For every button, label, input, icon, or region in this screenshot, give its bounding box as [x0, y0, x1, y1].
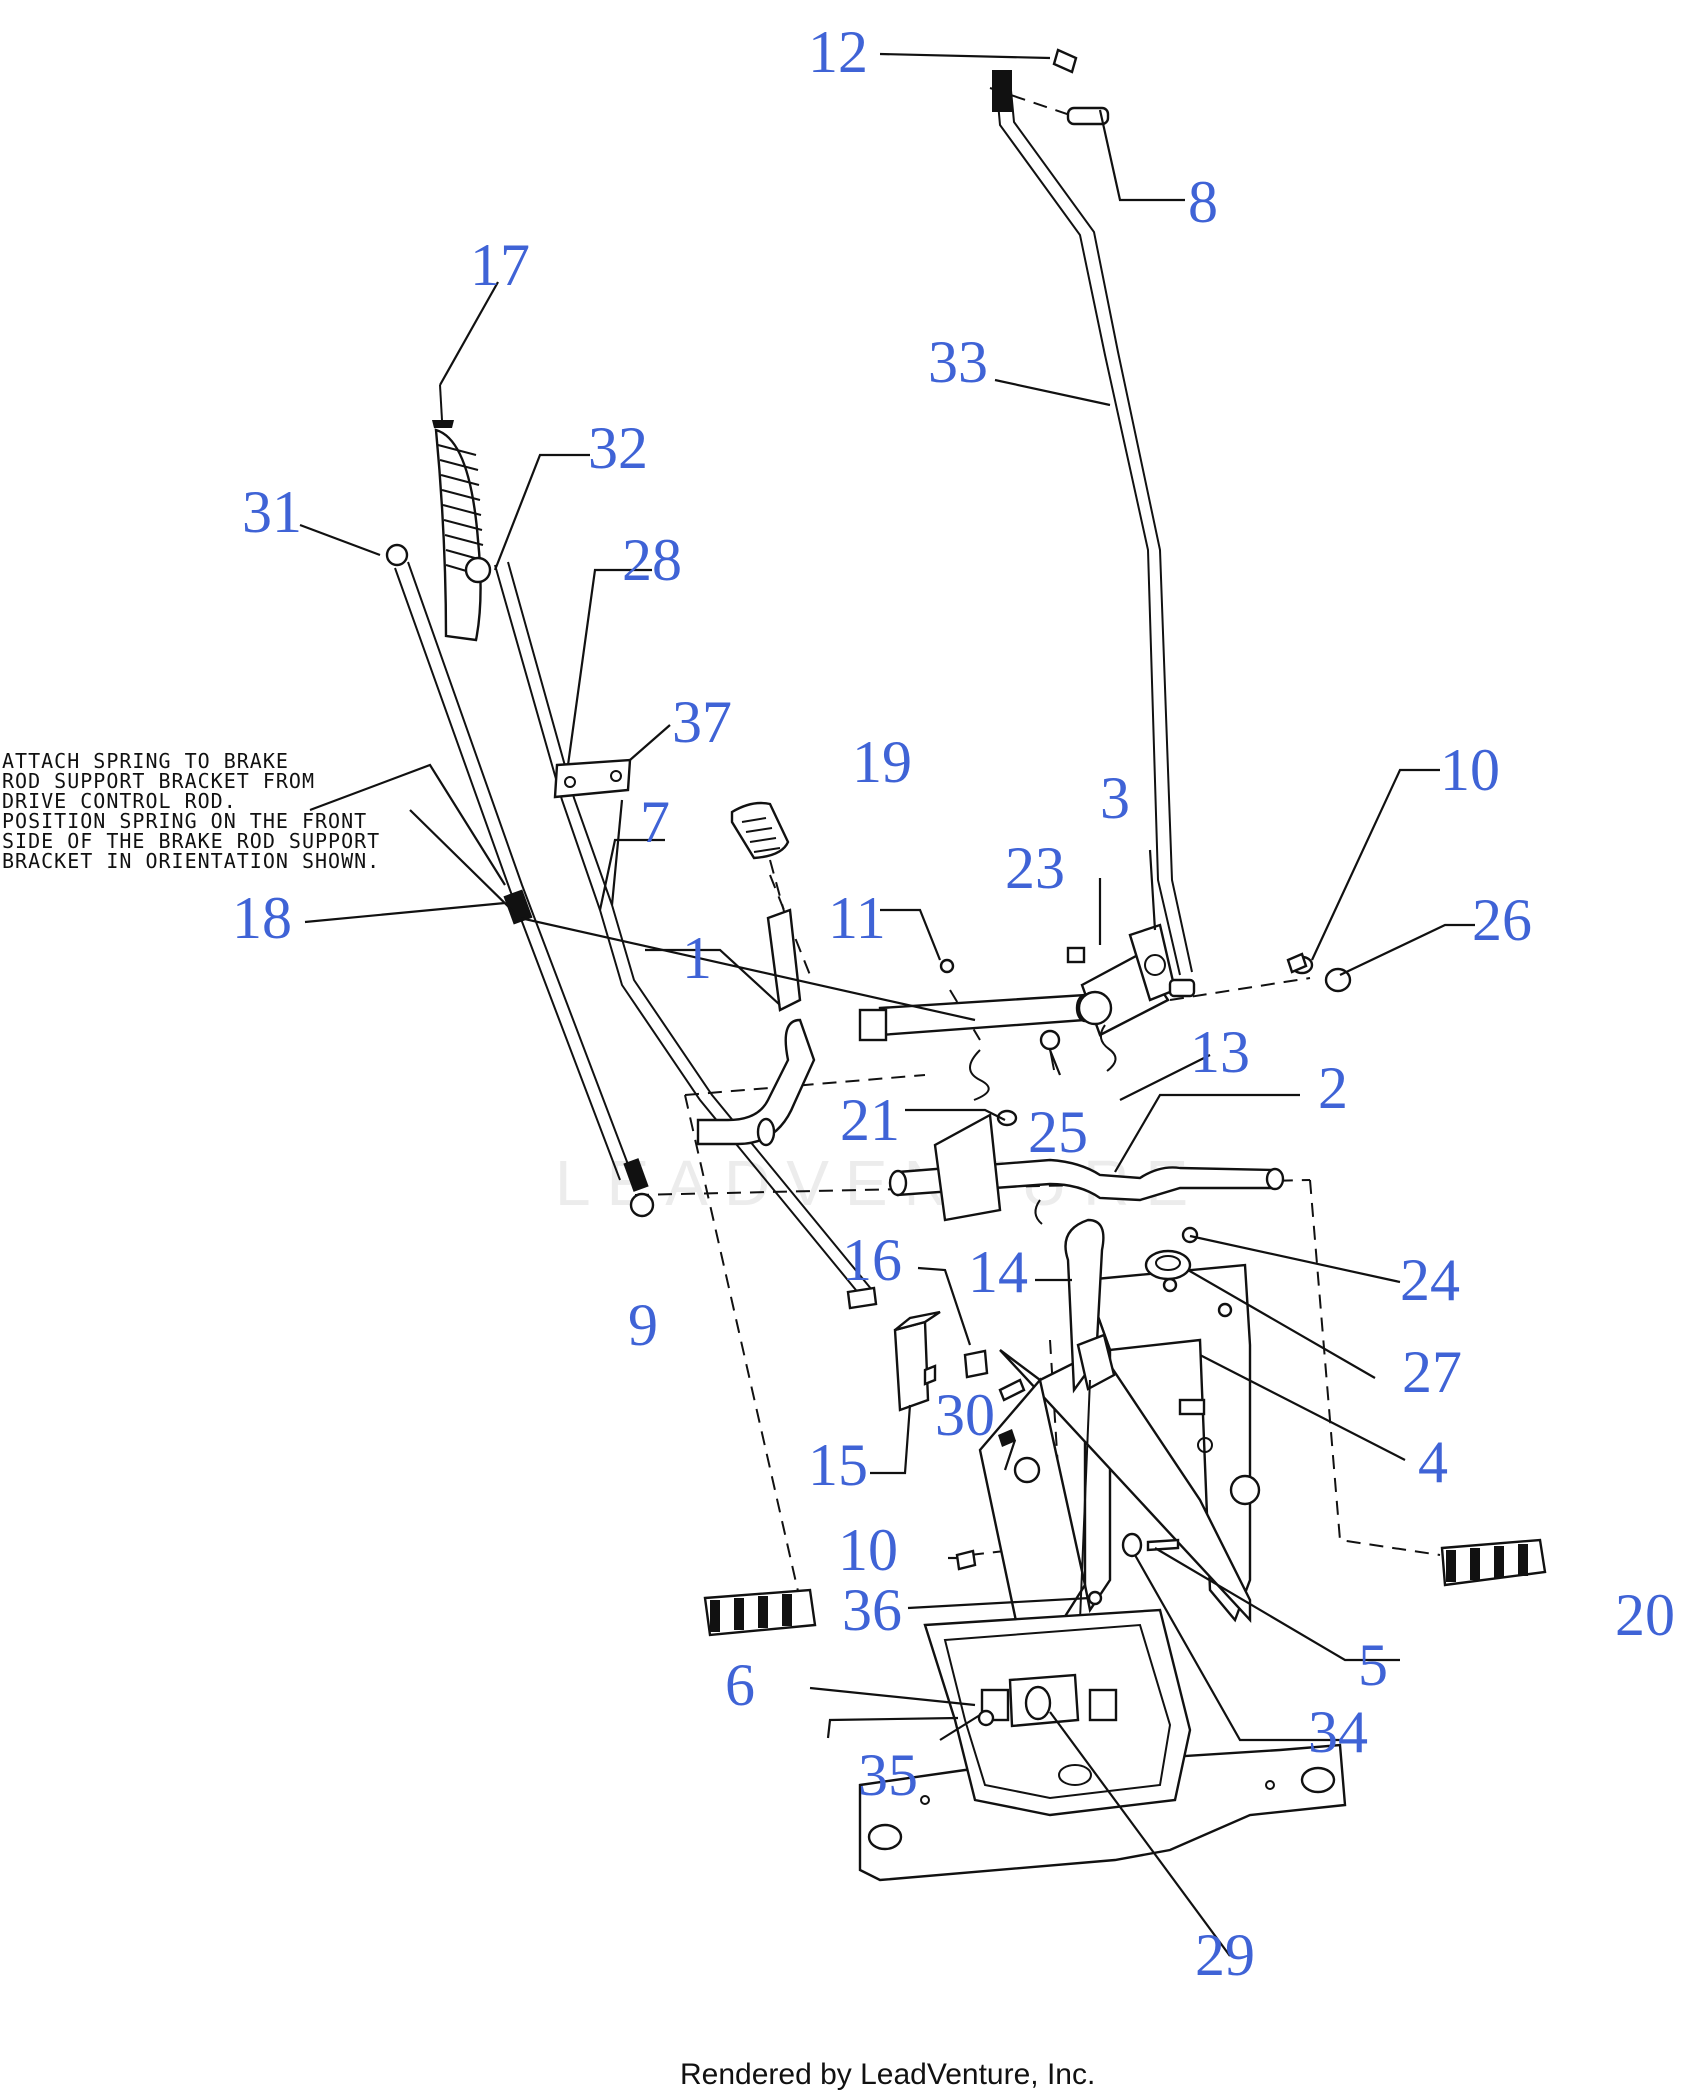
callout-28: 28 — [622, 527, 682, 593]
callout-10-top: 10 — [1440, 737, 1500, 803]
callout-23: 23 — [1005, 835, 1065, 901]
callout-13: 13 — [1190, 1019, 1250, 1085]
callout-35: 35 — [858, 1742, 918, 1808]
callout-19: 19 — [852, 729, 912, 795]
part-33-control-handle — [992, 48, 1193, 976]
callout-10-bottom: 10 — [838, 1517, 898, 1583]
callout-34: 34 — [1308, 1699, 1368, 1765]
part-17-spring — [432, 384, 492, 642]
callout-3: 3 — [1100, 765, 1130, 831]
callout-6: 6 — [725, 1652, 755, 1718]
callout-27: 27 — [1402, 1339, 1462, 1405]
note-line-3: DRIVE CONTROL ROD. — [2, 789, 237, 813]
callout-9: 9 — [628, 1292, 658, 1358]
callout-12: 12 — [808, 19, 868, 85]
callout-11: 11 — [828, 885, 886, 951]
callout-25: 25 — [1028, 1099, 1088, 1165]
callout-8: 8 — [1188, 169, 1218, 235]
part-14-lever — [1064, 1218, 1116, 1621]
part-15-latch — [893, 1310, 989, 1412]
part-hardware-lower — [955, 1532, 1180, 1606]
callout-30: 30 — [935, 1382, 995, 1448]
callout-18: 18 — [232, 885, 292, 951]
callout-24: 24 — [1400, 1247, 1460, 1313]
note-line-4: POSITION SPRING ON THE FRONT — [2, 809, 367, 833]
part-30-spring — [998, 1429, 1016, 1447]
callout-17: 17 — [470, 232, 530, 298]
callout-20: 20 — [1615, 1582, 1675, 1648]
part-brake-rod — [385, 543, 655, 1218]
leader-lines — [299, 52, 1475, 1957]
callout-5: 5 — [1358, 1632, 1388, 1698]
callout-16: 16 — [842, 1227, 902, 1293]
callout-4: 4 — [1418, 1429, 1448, 1495]
callouts: 12 8 33 17 32 31 28 37 7 18 1 19 11 21 2… — [232, 19, 1675, 1988]
assembly-note: ATTACH SPRING TO BRAKE ROD SUPPORT BRACK… — [2, 749, 380, 873]
part-27-cap — [1144, 1226, 1199, 1281]
callout-36: 36 — [842, 1577, 902, 1643]
note-line-6: BRACKET IN ORIENTATION SHOWN. — [2, 849, 380, 873]
callout-21: 21 — [840, 1087, 900, 1153]
part-37-bracket — [553, 758, 632, 799]
callout-33: 33 — [928, 329, 988, 395]
callout-7: 7 — [640, 789, 670, 855]
footer-credit: Rendered by LeadVenture, Inc. — [680, 2058, 1095, 2091]
callout-26: 26 — [1472, 887, 1532, 953]
part-19-foot-pad — [730, 801, 790, 916]
callout-2: 2 — [1318, 1055, 1348, 1121]
part-2-shaft — [888, 1109, 1285, 1222]
callout-14: 14 — [968, 1239, 1028, 1305]
callout-32: 32 — [588, 415, 648, 481]
part-20-foot-pads — [703, 1538, 1547, 1637]
part-3-pivot-bracket — [1066, 923, 1196, 1037]
note-line-1: ATTACH SPRING TO BRAKE — [2, 749, 289, 773]
note-line-5: SIDE OF THE BRAKE ROD SUPPORT — [2, 829, 380, 853]
callout-1: 1 — [682, 925, 712, 991]
callout-31: 31 — [242, 479, 302, 545]
callout-29: 29 — [1195, 1922, 1255, 1988]
callout-15: 15 — [808, 1432, 868, 1498]
part-base-plate — [858, 1608, 1347, 1882]
note-line-2: ROD SUPPORT BRACKET FROM — [2, 769, 315, 793]
callout-37: 37 — [672, 689, 732, 755]
